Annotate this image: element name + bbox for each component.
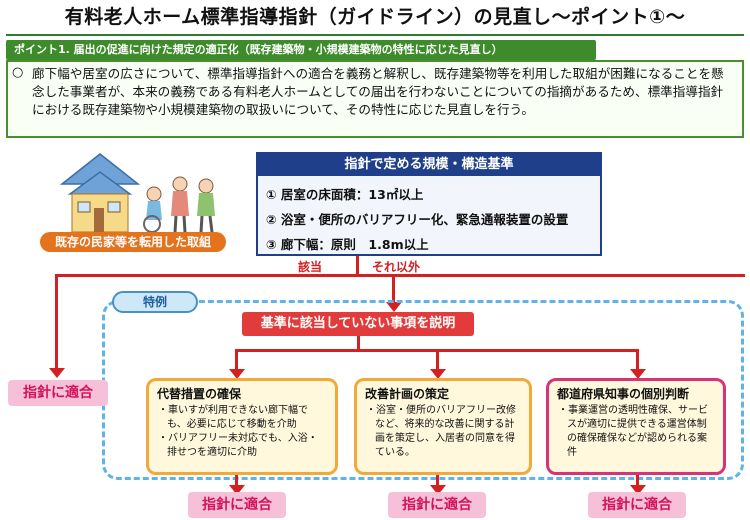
standard-item: ① 居室の床面積：13㎡以上	[266, 187, 424, 202]
option-title: 改善計画の策定	[365, 387, 450, 401]
explain-callout: 基準に該当していない事項を説明	[242, 312, 474, 336]
page-title: 有料老人ホーム標準指導指針（ガイドライン）の見直し～ポイント①～	[64, 6, 686, 28]
standards-header: 指針で定める規模・構造基準	[258, 154, 600, 176]
flow-line	[436, 349, 439, 371]
option-governor-judgment: 都道府県知事の個別判断 ・事業運営の透明性確保、サービスが適切に提供できる運営体…	[546, 378, 726, 475]
option-alternative-measures: 代替措置の確保 ・車いすが利用できない廊下幅でも、必要に応じて移動を介助 ・バリ…	[146, 378, 338, 475]
title-divider	[6, 34, 744, 36]
option-title: 代替措置の確保	[157, 387, 242, 401]
flow-other-line	[392, 274, 395, 304]
house-and-elders-icon	[59, 153, 215, 233]
arrow-down-icon	[430, 485, 446, 495]
flow-line	[357, 336, 360, 350]
point-body: 廊下幅や居室の広さについて、標準指導指針への適合を義務と解釈し、既存建築物等を利…	[6, 60, 744, 138]
flow-line	[235, 349, 238, 371]
conform-badge: 指針に適合	[188, 492, 286, 518]
flow-line	[436, 475, 439, 487]
point-bullet: ○	[12, 65, 24, 80]
special-case-tag: 特例	[112, 291, 198, 313]
branch-other-label: それ以外	[372, 260, 421, 274]
arrow-down-icon	[386, 302, 402, 312]
option-improvement-plan: 改善計画の策定 ・浴室・便所のバリアフリー改修など、将来的な改善に関する計画を策…	[354, 378, 532, 475]
option-bullet: ・事業運営の透明性確保、サービスが適切に提供できる運営体制の確保確保などが認めら…	[558, 405, 708, 458]
arrow-down-icon	[630, 485, 646, 495]
illustration-label: 既存の民家等を転用した取組	[40, 232, 226, 252]
conform-badge-left: 指針に適合	[8, 380, 108, 406]
arrow-down-icon	[229, 369, 245, 379]
house-illustration	[59, 150, 280, 234]
conform-badge: 指針に適合	[588, 492, 686, 518]
arrow-down-icon	[430, 369, 446, 379]
standard-item: ② 浴室・便所のバリアフリー化、緊急通報装置の設置	[266, 212, 569, 227]
arrow-down-icon	[630, 369, 646, 379]
standards-box: 指針で定める規模・構造基準 ① 居室の床面積：13㎡以上 ② 浴室・便所のバリア…	[256, 152, 602, 256]
option-bullet: ・車いすが利用できない廊下幅でも、必要に応じて移動を介助	[158, 405, 308, 430]
flow-line	[636, 475, 639, 487]
point-heading: ポイント1. 届出の促進に向けた規定の適正化（既存建築物・小規模建築物の特性に応…	[6, 40, 596, 60]
conform-badge: 指針に適合	[388, 492, 486, 518]
branch-applies-label: 該当	[298, 260, 323, 274]
arrow-down-icon	[229, 485, 245, 495]
flow-applies-line	[55, 274, 58, 370]
standard-item: ③ 廊下幅：原則 1.8m以上	[266, 237, 429, 252]
option-title: 都道府県知事の個別判断	[557, 387, 690, 401]
flow-split-line	[55, 274, 745, 277]
arrow-down-icon	[49, 368, 65, 378]
option-bullet: ・浴室・便所のバリアフリー改修など、将来的な改善に関する計画を策定し、入居者の同…	[366, 405, 516, 458]
flow-line	[636, 349, 639, 371]
option-bullet: ・バリアフリー未対応でも、入浴・排せつを適切に介助	[158, 433, 318, 458]
flow-line	[235, 475, 238, 487]
flow-stem	[356, 256, 359, 276]
